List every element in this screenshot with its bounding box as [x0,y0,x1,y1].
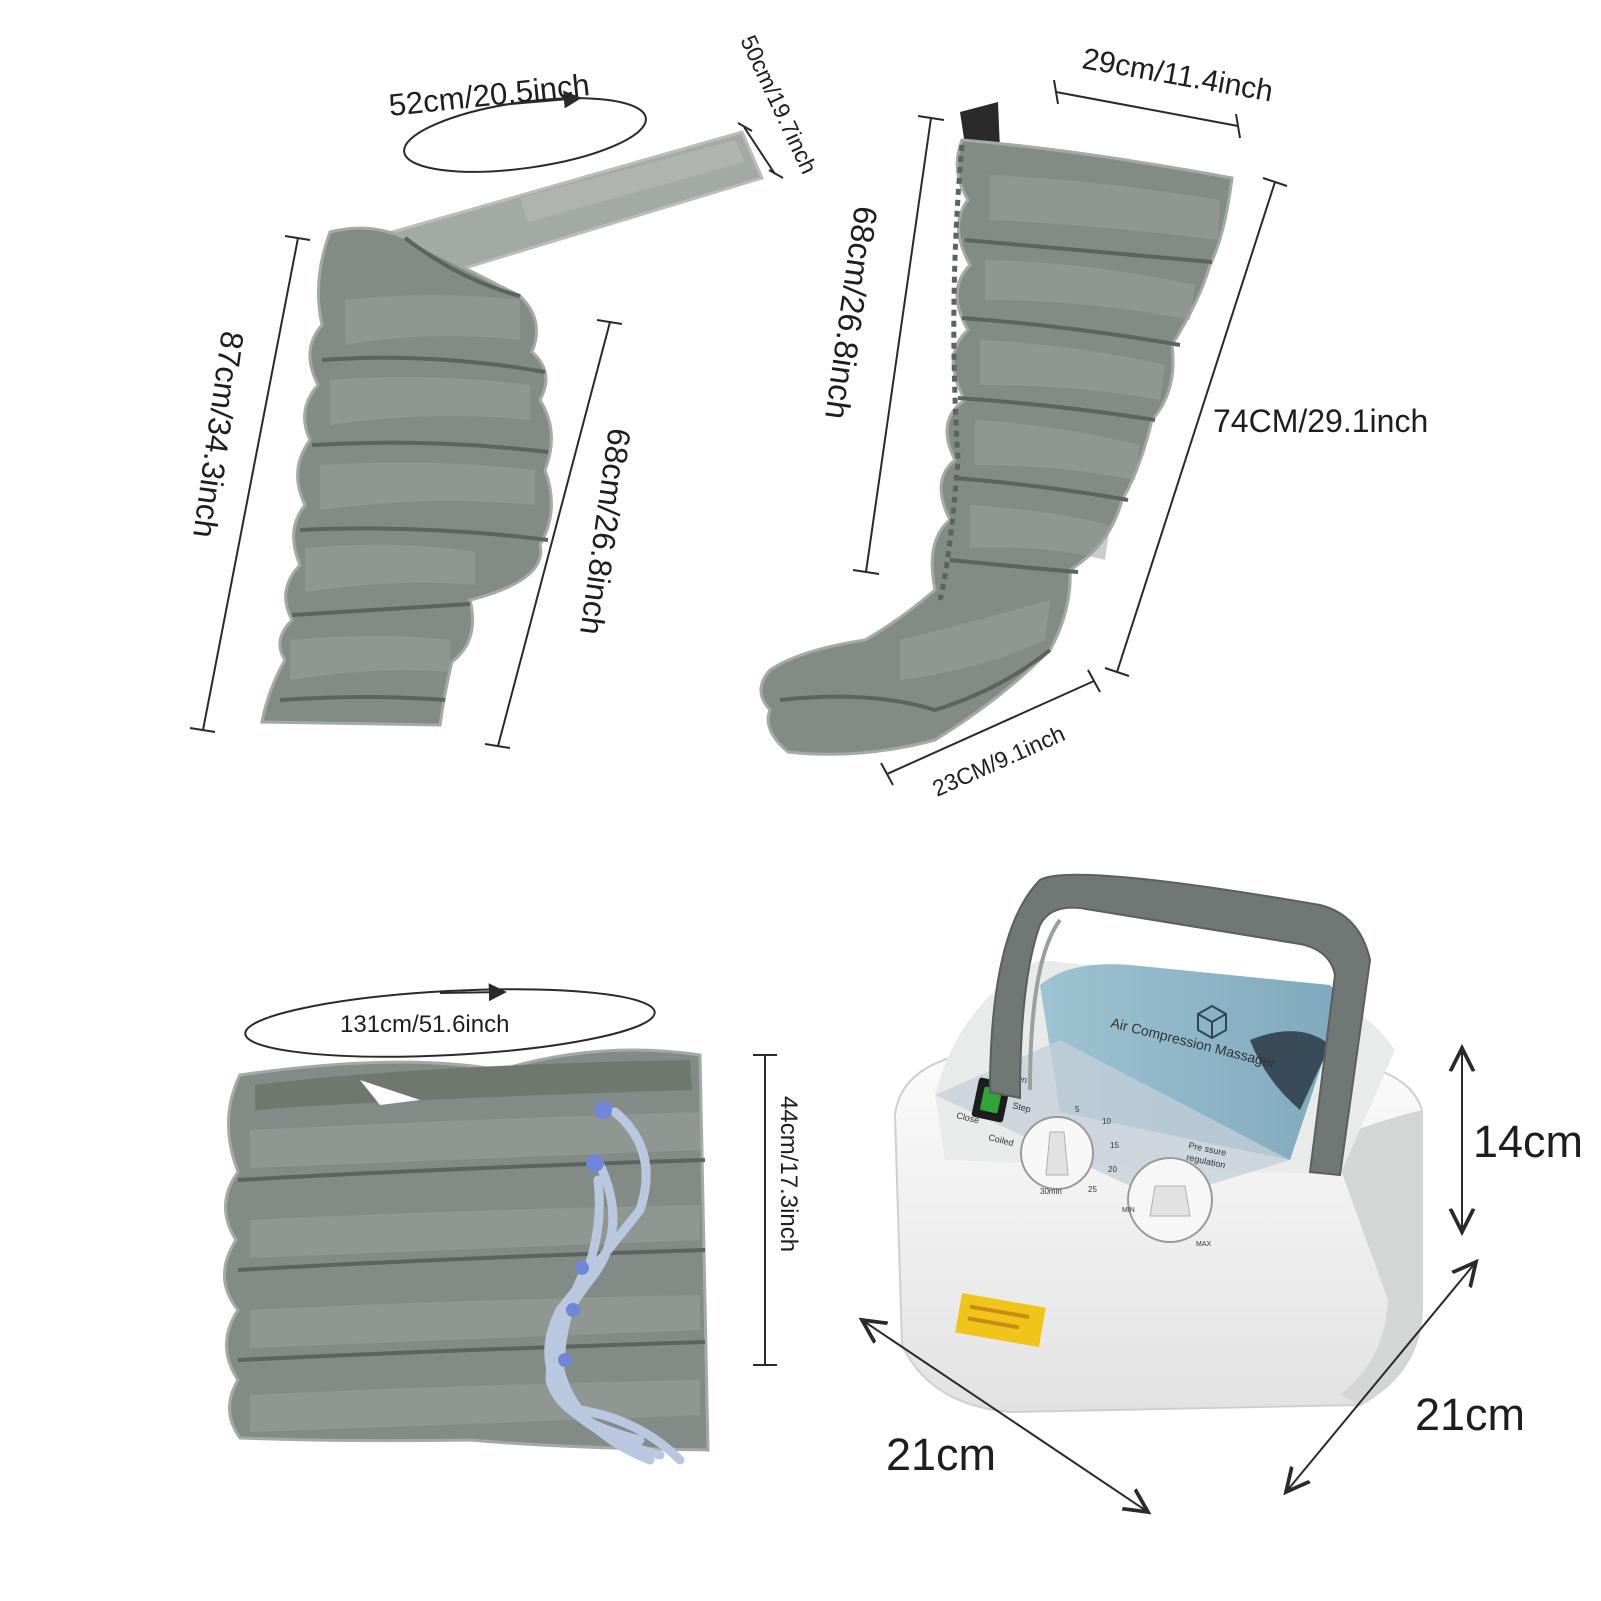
dial-mark: 30min [1040,1187,1062,1196]
leg-cuff-chamber-length-label: 68cm/26.8inch [573,426,638,637]
unit-width-label: 21cm [1415,1389,1525,1440]
dial-step-label: Step [1012,1100,1032,1114]
boot-top-width-label: 29cm/11.4inch [1080,42,1276,108]
waist-cuff-height-label: 44cm/17.3inch [775,1096,802,1252]
waist-cuff-circumference-label: 131cm/51.6inch [340,1011,509,1038]
waist-cuff-dimensions: 131cm/51.6inch 44cm/17.3inch [244,983,802,1366]
unit-depth-label: 21cm [886,1429,996,1480]
hose-connectors [558,1101,612,1367]
air-compression-unit: Air Compression Massager Open Close Step… [893,873,1423,1414]
waist-cuff [223,1048,710,1465]
brand-cube-icon [1197,1004,1227,1040]
leg-cuff-total-length-label: 87cm/34.3inch [186,329,251,540]
dial-mark: 20 [1108,1165,1117,1174]
unit-height-label: 14cm [1473,1116,1583,1167]
pressure-max-label: MAX [1196,1241,1212,1248]
dial-mark: 5 [1075,1105,1080,1114]
leg-cuff-circumference-label: 52cm/20.5inch [387,67,591,123]
dial-mark: 10 [1102,1117,1111,1126]
leg-cuff [260,130,765,727]
dial-mark: 25 [1088,1185,1097,1194]
leg-boot [759,102,1234,756]
boot-total-length-label: 74CM/29.1inch [1213,403,1428,439]
carry-handle[interactable] [988,873,1372,1177]
unit-dimensions: 14cm 21cm 21cm [862,1048,1583,1512]
air-hoses [544,1107,685,1465]
boot-inner-length-label: 68cm/26.8inch [818,204,885,422]
pressure-min-label: MIN [1122,1207,1135,1214]
dial-mark: 15 [1110,1141,1119,1150]
